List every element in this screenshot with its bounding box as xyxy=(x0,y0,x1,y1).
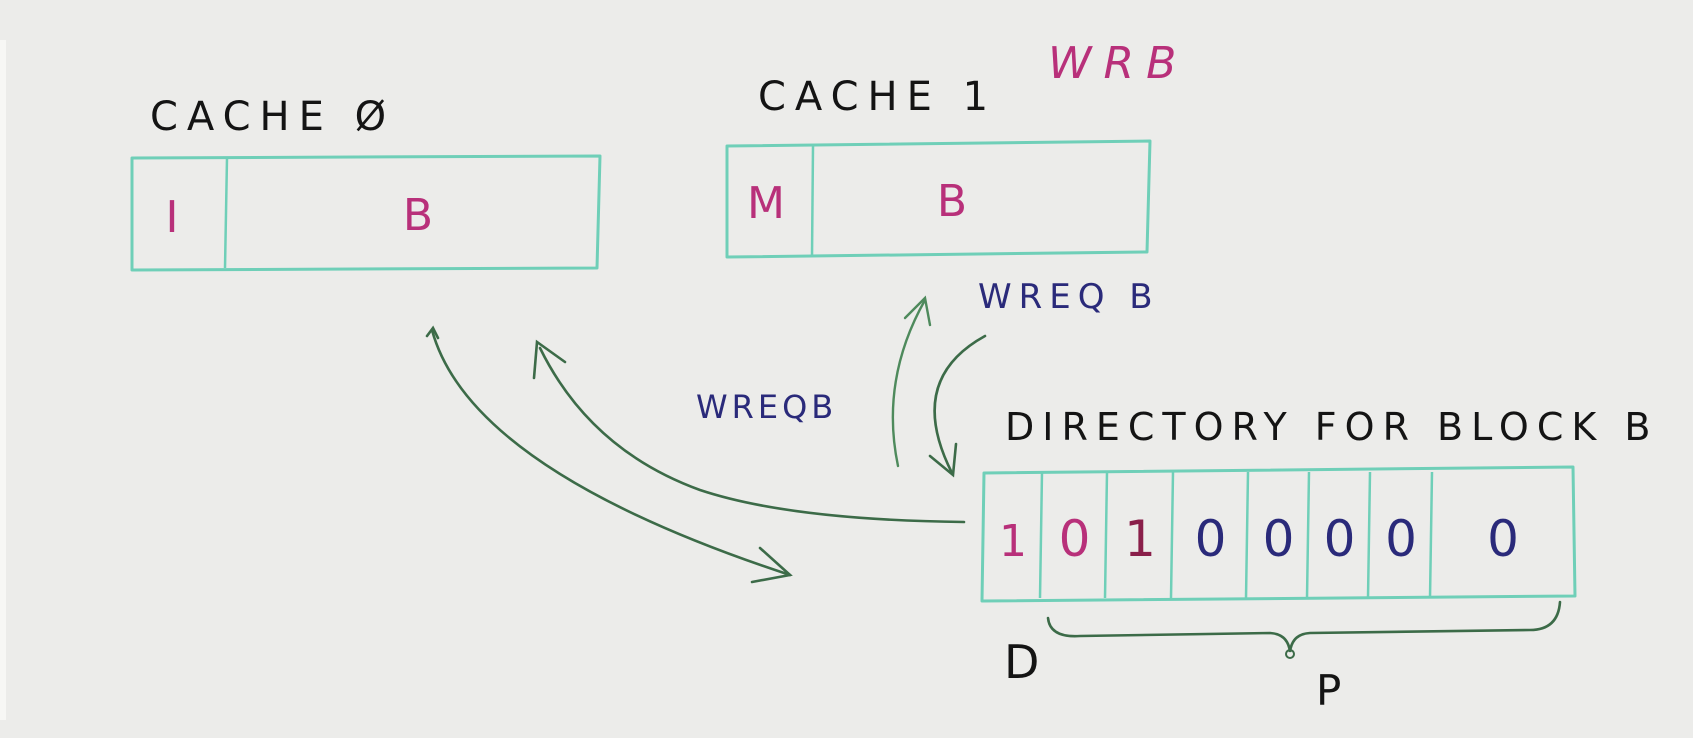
directory-cell-divider xyxy=(1169,471,1175,599)
cache-1-state: M xyxy=(747,178,785,229)
dirty-bit-label: D xyxy=(1004,635,1039,689)
cache-0-block: B xyxy=(403,190,433,241)
directory-cell-divider xyxy=(1103,471,1109,599)
arrow-cache0-tail-tick xyxy=(425,325,440,340)
directory-presence-bit: 0 xyxy=(1324,510,1356,568)
frame-edge xyxy=(0,40,6,720)
directory-presence-bit: 0 xyxy=(1059,510,1091,568)
wreq-left-label: WREQB xyxy=(696,388,837,426)
directory-cell-divider xyxy=(1038,471,1044,599)
directory-presence-bit: 1 xyxy=(1124,510,1156,568)
directory-presence-bit: 0 xyxy=(1385,510,1417,568)
cache-0-divider xyxy=(223,157,229,269)
directory-cell-divider xyxy=(1428,471,1434,599)
directory-presence-bit: 0 xyxy=(1263,510,1295,568)
cache-1: CACHE 1 WRB M B xyxy=(725,38,1188,259)
directory-cell-divider xyxy=(1305,471,1311,599)
directory-cell-divider xyxy=(1244,471,1250,599)
cache-0-title: CACHE Ø xyxy=(150,94,395,140)
arrow-directory-to-cache0 xyxy=(538,346,966,524)
arrow-cache0-to-directory-head xyxy=(750,546,793,584)
brace-tip xyxy=(1285,649,1295,659)
arrow-directory-to-cache0-head xyxy=(532,339,567,380)
presence-brace xyxy=(1046,600,1562,653)
wreq-upper-label: WREQ B xyxy=(978,277,1160,317)
directory-dirty-bit: 1 xyxy=(999,516,1027,567)
arrow-directory-to-cache1-head xyxy=(903,295,932,327)
arrow-cache1-to-directory-head xyxy=(928,442,958,478)
cache-1-write-label: WRB xyxy=(1048,38,1188,89)
cache-0-state: I xyxy=(166,192,179,243)
cache-1-line-box xyxy=(725,139,1152,259)
cache-1-title: CACHE 1 xyxy=(758,74,997,120)
directory-dividers xyxy=(1038,471,1434,599)
directory-cell-divider xyxy=(1366,471,1372,599)
directory-presence-bit: 0 xyxy=(1195,510,1227,568)
directory-title: DIRECTORY FOR BLOCK B xyxy=(1005,405,1658,449)
arrow-cache0-to-directory xyxy=(430,328,792,577)
arrow-cache1-to-directory xyxy=(933,334,987,475)
cache-0: CACHE Ø I B xyxy=(130,94,602,272)
cache-0-line-box xyxy=(130,154,602,272)
cache-1-block: B xyxy=(937,176,967,227)
cache-1-divider xyxy=(810,145,815,257)
presence-bits-label: P xyxy=(1316,666,1341,715)
directory-presence-bit: 0 xyxy=(1487,510,1519,568)
directory-vector-box xyxy=(980,465,1577,603)
arrow-directory-to-cache1 xyxy=(891,298,927,468)
